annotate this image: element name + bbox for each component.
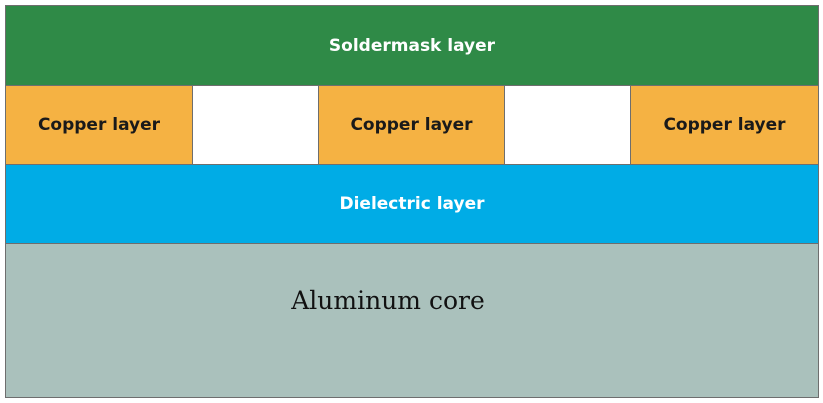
- copper-layer-label: Copper layer: [663, 115, 786, 135]
- soldermask-layer-label: Soldermask layer: [328, 35, 496, 56]
- copper-layer-middle: Copper layer: [318, 85, 505, 165]
- copper-layer-left: Copper layer: [5, 85, 193, 165]
- aluminum-core-label: Aluminum core: [291, 286, 485, 315]
- dielectric-layer: Dielectric layer: [5, 164, 819, 244]
- copper-layer-right: Copper layer: [630, 85, 819, 165]
- aluminum-core-layer: Aluminum core: [5, 243, 819, 398]
- copper-gap-right: [504, 85, 631, 165]
- copper-layer-label: Copper layer: [37, 115, 161, 135]
- copper-gap-left: [192, 85, 319, 165]
- dielectric-layer-label: Dielectric layer: [339, 194, 485, 214]
- copper-layer-label: Copper layer: [350, 115, 473, 135]
- soldermask-layer: Soldermask layer: [5, 5, 819, 86]
